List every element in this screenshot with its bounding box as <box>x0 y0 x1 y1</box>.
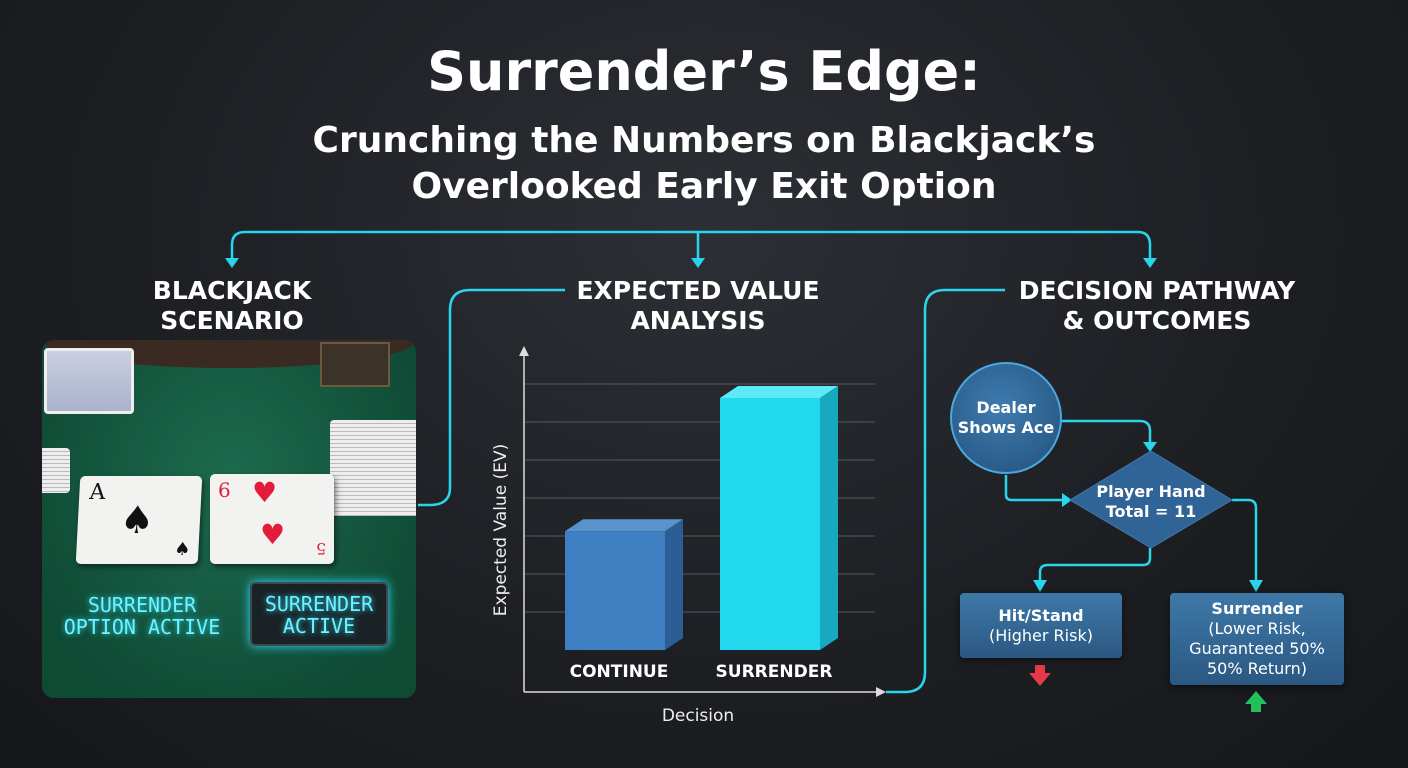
node-line: (Lower Risk, <box>1208 619 1306 638</box>
section-line: DECISION PATHWAY <box>1018 276 1296 305</box>
section-line: & OUTCOMES <box>1062 306 1252 335</box>
node-line: Total = 11 <box>1105 502 1197 521</box>
surrender-active-panel: SURRENDER ACTIVE <box>250 582 388 646</box>
subtitle-line: Crunching the Numbers on Blackjack’s <box>312 120 1096 161</box>
flow-start-node: Dealer Shows Ace <box>950 362 1062 474</box>
up-arrow-icon <box>1245 691 1267 712</box>
flow-hit-stand-node: Hit/Stand (Higher Risk) <box>960 593 1122 658</box>
main-title: Surrender’s Edge: <box>427 40 981 103</box>
x-tick-label: CONTINUE <box>570 662 669 682</box>
node-line: Guaranteed 50% <box>1189 639 1325 658</box>
x-axis-label: Decision <box>662 706 734 726</box>
section-line: ANALYSIS <box>630 306 766 335</box>
six-card: 6 ♥ ♥ 5 <box>210 474 334 564</box>
section-line: BLACKJACK <box>152 276 312 305</box>
y-axis-arrow-icon <box>519 346 529 356</box>
node-line: Hit/Stand <box>998 605 1084 625</box>
section-line: EXPECTED VALUE <box>576 276 820 305</box>
node-line: 50% Return) <box>1207 659 1307 678</box>
section-line: SCENARIO <box>160 306 304 335</box>
chip-tray <box>320 342 390 387</box>
bar-side <box>665 519 683 650</box>
section-title-ev: EXPECTED VALUE ANALYSIS <box>548 276 848 336</box>
bar-top <box>720 386 838 398</box>
heart-icon: ♥ <box>260 518 286 551</box>
neon-line: ACTIVE <box>282 614 356 638</box>
bar-top <box>565 519 683 532</box>
x-tick-label: SURRENDER <box>716 662 833 682</box>
bar-side <box>820 386 838 650</box>
flow-surrender-node: Surrender (Lower Risk, Guaranteed 50% 50… <box>1170 593 1344 685</box>
node-line: Surrender <box>1211 599 1303 618</box>
bar-continue <box>565 531 665 650</box>
bar-surrender <box>720 398 820 650</box>
subtitle: Crunching the Numbers on Blackjack’s Ove… <box>0 118 1408 210</box>
heart-icon: ♥ <box>252 476 278 509</box>
card-deck <box>44 348 134 414</box>
section-title-scenario: BLACKJACK SCENARIO <box>112 276 352 336</box>
subtitle-line: Overlooked Early Exit Option <box>411 166 997 207</box>
card-rank: 6 <box>218 478 231 502</box>
node-line: Player Hand <box>1096 482 1206 501</box>
down-arrow-icon <box>1029 665 1051 686</box>
neon-line: SURRENDER <box>264 592 374 616</box>
neon-line: SURRENDER <box>87 593 197 617</box>
section-title-decision: DECISION PATHWAY & OUTCOMES <box>1000 276 1314 336</box>
neon-line: OPTION ACTIVE <box>63 615 221 639</box>
card-deck <box>42 448 70 493</box>
card-deck <box>330 420 416 516</box>
node-line: Shows Ace <box>957 418 1055 437</box>
x-axis-arrow-icon <box>876 687 886 697</box>
node-line: Dealer <box>976 398 1036 417</box>
surrender-option-text: SURRENDER OPTION ACTIVE <box>56 594 228 638</box>
blackjack-table-image: A ♠ ♠ 6 ♥ ♥ 5 SURRENDER OPTION ACTIVE SU… <box>42 340 416 698</box>
node-line: (Higher Risk) <box>989 625 1093 645</box>
flow-decision-label: Player Hand Total = 11 <box>1080 482 1222 522</box>
y-axis-label: Expected Value (EV) <box>491 444 511 616</box>
